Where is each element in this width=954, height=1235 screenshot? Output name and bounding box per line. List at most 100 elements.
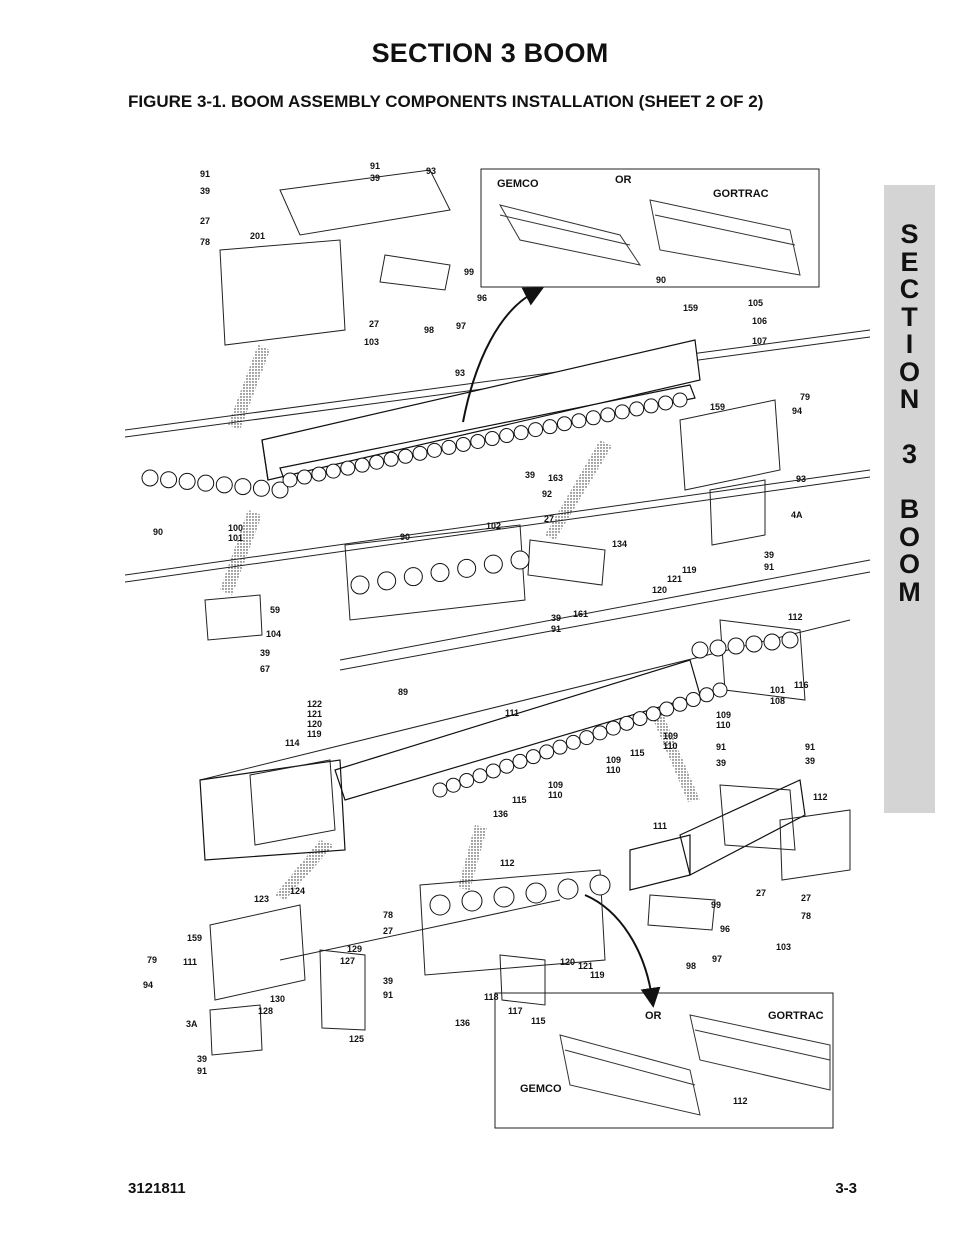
- chain-link: [565, 734, 581, 750]
- callout: 27: [383, 926, 393, 936]
- chain-link: [472, 768, 488, 784]
- chain-link: [685, 692, 701, 708]
- callout: 109: [716, 710, 731, 720]
- callout: 97: [712, 954, 722, 964]
- callout: 39: [551, 613, 561, 623]
- chain-link: [645, 706, 661, 722]
- callout: 115: [531, 1016, 546, 1026]
- callout: 67: [260, 664, 270, 674]
- callout: 3A: [186, 1019, 198, 1029]
- chain-link: [745, 635, 763, 653]
- chain-link: [614, 404, 630, 420]
- chain-link: [160, 471, 178, 489]
- callout: 78: [801, 911, 811, 921]
- chain-link: [271, 481, 289, 499]
- tab-letter: C: [899, 274, 920, 304]
- callout: 39: [370, 173, 380, 183]
- callout: 102: [486, 521, 501, 531]
- callout: 91: [197, 1066, 207, 1076]
- callout: 119: [590, 970, 605, 980]
- chain-link: [557, 878, 579, 900]
- callout: 134: [612, 539, 627, 549]
- callout: 27: [200, 216, 210, 226]
- callout: 118: [484, 992, 499, 1002]
- chain-link: [513, 425, 529, 441]
- chain-link: [579, 730, 595, 746]
- callout: 110: [548, 790, 563, 800]
- callout: 91: [383, 990, 393, 1000]
- callout: 108: [770, 696, 785, 706]
- callout: 115: [630, 748, 645, 758]
- callout: 104: [266, 629, 281, 639]
- callout: 39: [260, 648, 270, 658]
- chain-link: [525, 882, 547, 904]
- callout: 110: [606, 765, 621, 775]
- callout: 97: [456, 321, 466, 331]
- callout: 90: [153, 527, 163, 537]
- callout: 78: [383, 910, 393, 920]
- chain-link: [691, 641, 709, 659]
- chain-links: [691, 631, 799, 659]
- chain-link: [457, 558, 477, 578]
- callout: 124: [290, 886, 305, 896]
- callout: 130: [270, 994, 285, 1004]
- callout: 91: [200, 169, 210, 179]
- chain-link: [493, 886, 515, 908]
- chain-link: [234, 478, 252, 496]
- callout: 91: [716, 742, 726, 752]
- callout: 111: [505, 708, 519, 718]
- chain-link: [605, 720, 621, 736]
- callout: 100: [228, 523, 243, 533]
- chain-link: [455, 436, 471, 452]
- callout: 93: [426, 166, 436, 176]
- callout: 128: [258, 1006, 273, 1016]
- callout: 110: [716, 720, 731, 730]
- tab-letter: O: [898, 521, 920, 552]
- chain-link: [712, 682, 728, 698]
- doc-number: 3121811: [128, 1180, 186, 1197]
- callout: 91: [551, 624, 561, 634]
- inset-top-chains: [498, 199, 801, 276]
- callout: 123: [254, 894, 269, 904]
- chain-link: [763, 633, 781, 651]
- lower-right-boom: [629, 779, 806, 891]
- chain-link: [432, 782, 448, 798]
- callout: 109: [606, 755, 621, 765]
- callout: 159: [683, 303, 698, 313]
- tab-letter: N: [899, 384, 920, 414]
- callout: 101: [228, 533, 243, 543]
- arrow-top: [462, 287, 544, 423]
- chain-link: [311, 466, 327, 482]
- callout: 91: [805, 742, 815, 752]
- callout: 127: [340, 956, 355, 966]
- boom-rails: [124, 329, 871, 961]
- callout: 90: [400, 532, 410, 542]
- chain-link: [632, 711, 648, 727]
- inset-bottom-or: OR: [645, 1010, 662, 1022]
- arrow-bottom: [584, 894, 661, 1008]
- callout: 96: [477, 293, 487, 303]
- callout: 39: [805, 756, 815, 766]
- chain-link: [699, 687, 715, 703]
- callout: 111: [183, 957, 197, 967]
- chain-link: [350, 575, 370, 595]
- tab-letter: O: [898, 356, 920, 387]
- tab-letter: T: [901, 301, 918, 332]
- callout: 98: [424, 325, 434, 335]
- tab-letter: B: [899, 494, 920, 524]
- callout: 121: [578, 961, 593, 971]
- chain-link: [377, 571, 397, 591]
- callout: 120: [652, 585, 667, 595]
- callout: 115: [512, 795, 527, 805]
- callout: 39: [716, 758, 726, 768]
- page-number: 3-3: [835, 1180, 857, 1197]
- callout: 159: [187, 933, 202, 943]
- component-sketches: [204, 169, 851, 1056]
- page-title: SECTION 3 BOOM: [371, 38, 609, 68]
- chain-link: [483, 554, 503, 574]
- callout: 117: [508, 1006, 523, 1016]
- chain-link: [252, 479, 270, 497]
- tab-letter: I: [905, 329, 914, 359]
- chain-link: [525, 749, 541, 765]
